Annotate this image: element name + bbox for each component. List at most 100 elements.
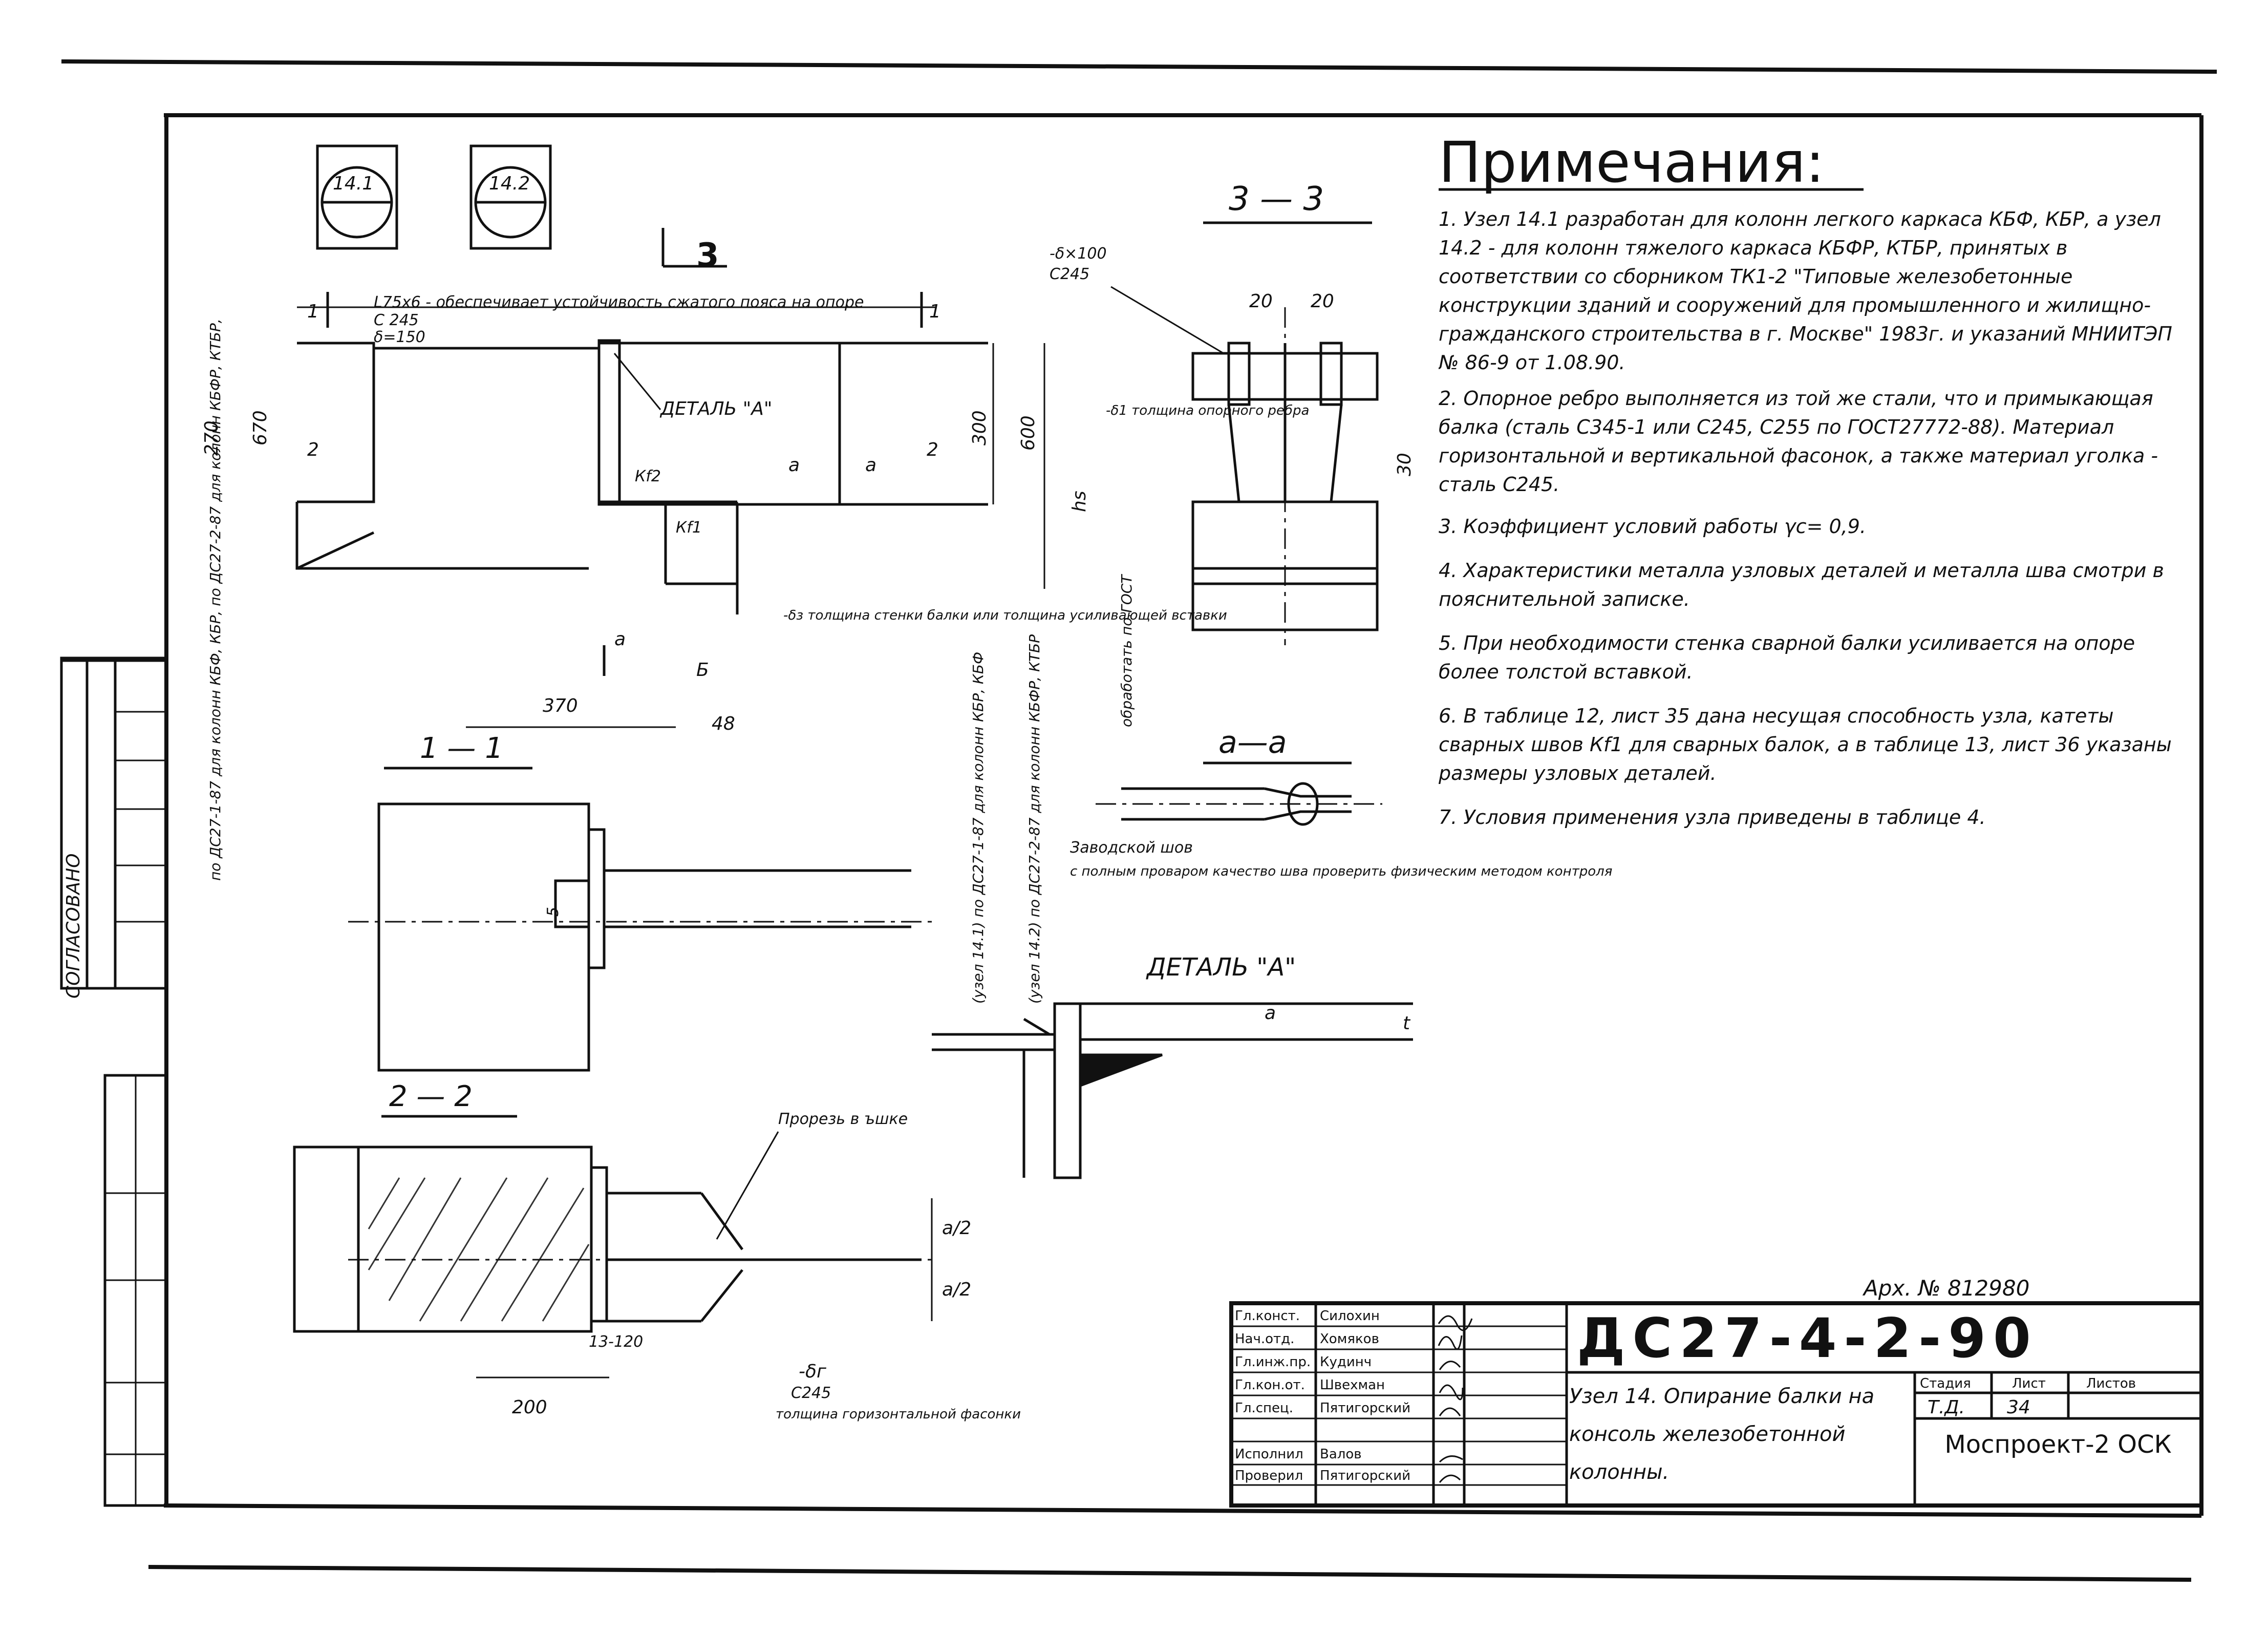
mark-1-right: 1 xyxy=(929,301,941,322)
notes-title: Примечания: xyxy=(1439,130,1825,195)
rib-label: -δ1 толщина опорного ребра xyxy=(1106,403,1309,418)
dim-600: 600 xyxy=(1018,415,1039,451)
organization: Моспроект-2 ОСК xyxy=(1944,1430,2172,1459)
section-3-marker: 3 xyxy=(696,237,719,274)
detail-a: ДЕТАЛЬ "А" а t xyxy=(932,953,1413,1179)
mid-col-note-2: (узел 14.2) по ДС27-2-87 для колонн КБФР… xyxy=(1026,634,1043,1004)
dim-670: 670 xyxy=(250,410,271,446)
dim-30: 30 xyxy=(1394,453,1415,476)
role-0: Гл.конст. xyxy=(1235,1308,1300,1324)
section-1-1: 1 — 1 5 xyxy=(348,732,932,1072)
gusset-steel: С245 xyxy=(791,1384,831,1402)
name-4: Пятигорский xyxy=(1320,1401,1410,1416)
notes-block: Примечания: 1. Узел 14.1 разработан для … xyxy=(1439,130,2172,829)
name-2: Кудинч xyxy=(1320,1354,1372,1370)
name-0: Силохин xyxy=(1320,1308,1380,1324)
approval-side-stamp: СОГЛАСОВАНО xyxy=(60,656,168,1507)
angle-steel: С 245 xyxy=(374,311,419,329)
approved-label: СОГЛАСОВАНО xyxy=(63,854,84,999)
role-7: Проверил xyxy=(1235,1468,1303,1483)
angle-delta: δ=150 xyxy=(374,328,425,346)
dim-5: 5 xyxy=(544,907,562,917)
section-3-3: 3 — 3 -δ×100 С245 20 20 30 -δ1 толщина о… xyxy=(1050,180,1415,645)
left-col-note: по ДС27-1-87 для колонн КБФ, КБР, по ДС2… xyxy=(207,319,224,881)
signature-3 xyxy=(1439,1384,1464,1401)
gusset-note: толщина горизонтальной фасонки xyxy=(776,1407,1021,1422)
detail-a-ref: ДЕТАЛЬ "А" xyxy=(659,398,772,419)
mark-a-left: а xyxy=(788,455,800,476)
drawing-code: ДС27-4-2-90 xyxy=(1577,1307,2038,1370)
signature-4 xyxy=(1439,1407,1461,1416)
note-4: 4. Характеристики металла узловых детале… xyxy=(1439,559,2164,610)
mark-1-left: 1 xyxy=(307,301,319,322)
plate-top: -δ×100 xyxy=(1050,245,1107,263)
main-elevation: 3 1 1 2 2 а а Б а L75х6 - обеспечивает у… xyxy=(201,228,1227,1004)
weld-note: с полным проваром качество шва проверить… xyxy=(1070,864,1612,879)
sheets-header: Листов xyxy=(2086,1376,2136,1391)
note-5: 5. При необходимости стенка сварной балк… xyxy=(1439,632,2135,683)
note-3: 3. Коэффициент условий работы γс= 0,9. xyxy=(1439,515,1866,538)
section-2-2: 2 — 2 а/2 а/2 13-120 200 Прорезь в ъшке … xyxy=(293,1080,1021,1422)
mark-2-right: 2 xyxy=(927,439,938,460)
dim-370: 370 xyxy=(543,695,578,716)
signature-0 xyxy=(1438,1315,1473,1331)
dim-aa: а xyxy=(1265,1003,1276,1024)
dim-120: 13-120 xyxy=(589,1333,643,1351)
name-6: Валов xyxy=(1320,1447,1362,1462)
sheet-title: Узел 14. Опирание балки на консоль желез… xyxy=(1569,1385,1875,1484)
mark-a-bottom: а xyxy=(614,629,626,650)
kf1-label: Кf1 xyxy=(676,519,702,537)
dim-20b: 20 xyxy=(1311,291,1334,312)
role-1: Нач.отд. xyxy=(1235,1331,1294,1347)
mid-col-note-1: (узел 14.1) по ДС27-1-87 для колонн КБР,… xyxy=(970,652,987,1004)
node-mark-14-2-text: 14.2 xyxy=(489,173,530,194)
stage-value: Т.Д. xyxy=(1928,1397,1965,1418)
weld-label: Заводской шов xyxy=(1070,839,1193,857)
role-2: Гл.инж.пр. xyxy=(1235,1354,1311,1370)
mark-b: Б xyxy=(696,660,709,681)
note-2: 2. Опорное ребро выполняется из той же с… xyxy=(1439,387,2158,496)
plate-top-steel: С245 xyxy=(1050,265,1089,283)
dim-hs: hs xyxy=(1069,491,1090,512)
role-3: Гл.кон.от. xyxy=(1235,1377,1305,1393)
section-2-2-title: 2 — 2 xyxy=(389,1080,473,1113)
dim-20a: 20 xyxy=(1249,291,1273,312)
gusset-label: -δг xyxy=(799,1361,827,1382)
name-3: Швехман xyxy=(1320,1377,1385,1393)
note-1: 1. Узел 14.1 разработан для колонн легко… xyxy=(1439,208,2172,374)
stage-header: Стадия xyxy=(1920,1376,1971,1391)
section-a-a-title: а—а xyxy=(1218,725,1287,760)
signature-2 xyxy=(1439,1361,1461,1370)
kf2-label: Кf2 xyxy=(635,468,661,485)
dim-d2b: а/2 xyxy=(942,1279,971,1300)
section-a-a: а—а Заводской шов с полным проваром каче… xyxy=(1070,725,1612,879)
name-7: Пятигорский xyxy=(1320,1468,1410,1483)
detail-a-title: ДЕТАЛЬ "А" xyxy=(1146,953,1296,982)
sw-note: обработать по ГОСТ xyxy=(1118,574,1135,727)
web-label: -δз толщина стенки балки или толщина уси… xyxy=(783,608,1227,623)
mark-a-right: а xyxy=(865,455,876,476)
dim-270: 270 xyxy=(201,420,222,456)
dim-d2a: а/2 xyxy=(942,1218,971,1239)
node-mark-14-1-text: 14.1 xyxy=(333,173,374,194)
dim-t: t xyxy=(1403,1013,1411,1034)
dim-48: 48 xyxy=(712,713,735,734)
angle-label: L75х6 - обеспечивает устойчивость сжатог… xyxy=(374,293,864,311)
name-1: Хомяков xyxy=(1320,1331,1379,1347)
mark-2-left: 2 xyxy=(307,439,319,460)
node-mark-14-2: 14.2 xyxy=(469,144,552,250)
dim-200: 200 xyxy=(512,1397,547,1418)
cut-label: Прорезь в ъшке xyxy=(778,1110,908,1128)
note-6: 6. В таблице 12, лист 35 дана несущая сп… xyxy=(1439,705,2172,784)
signature-7 xyxy=(1439,1474,1461,1483)
role-4: Гл.спец. xyxy=(1235,1401,1293,1416)
title-block: Арх. № 812980 Гл.конст. Силохин Нач.отд.… xyxy=(1229,1276,2203,1508)
signature-6 xyxy=(1439,1455,1463,1463)
dim-300: 300 xyxy=(969,410,990,446)
sheet-header: Лист xyxy=(2012,1376,2046,1391)
archive-number: Арх. № 812980 xyxy=(1862,1276,2029,1301)
section-1-1-title: 1 — 1 xyxy=(420,732,503,765)
signature-1 xyxy=(1438,1335,1463,1350)
note-7: 7. Условия применения узла приведены в т… xyxy=(1439,806,1986,829)
role-6: Исполнил xyxy=(1235,1447,1303,1462)
